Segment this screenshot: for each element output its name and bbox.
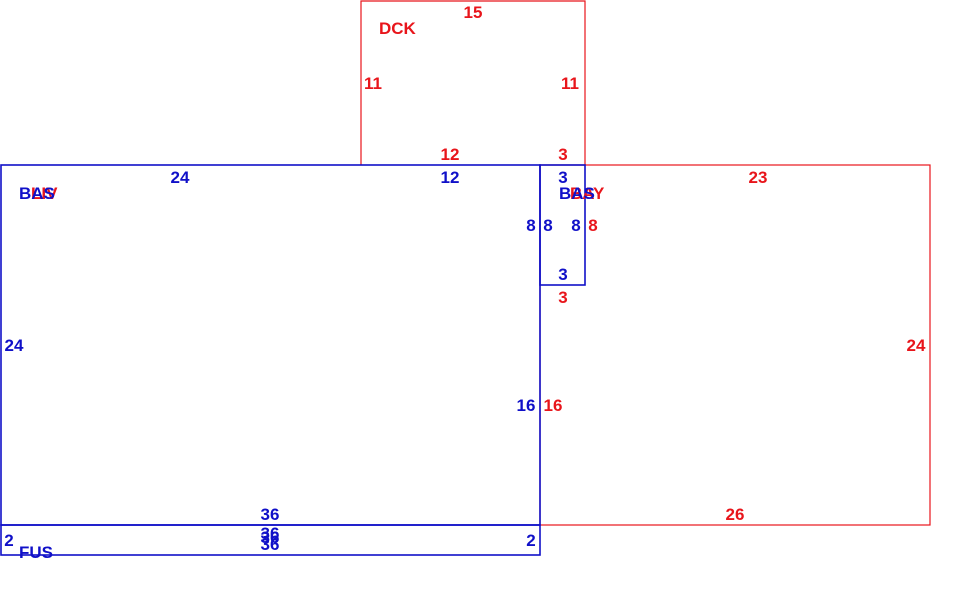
bas-main-top-dim: 24: [171, 168, 190, 187]
bas-bay-top-dim: 3: [558, 168, 567, 187]
east-top-dim: 23: [749, 168, 768, 187]
bas-main-bottom-dim: 36: [261, 505, 280, 524]
east-bottom-dim: 26: [726, 505, 745, 524]
fus-bottom-extra-dim: 36: [261, 524, 280, 543]
dck-bottom-dim: 12: [441, 145, 460, 164]
bas-bay-label: BAS: [559, 184, 595, 203]
main-red-label: LIV: [31, 184, 58, 203]
bay-red-label: BAY: [570, 184, 605, 203]
bas-bay-bottom-dim: 3: [558, 265, 567, 284]
dck-bottom-right-dim: 3: [558, 145, 567, 164]
bas-main-left-dim: 24: [5, 336, 24, 355]
dck-right-dim: 11: [561, 74, 579, 93]
bay-red-right-dim: 8: [588, 216, 597, 235]
bas-bay-left-dim: 8: [543, 216, 552, 235]
bas-bay-right-dim: 8: [571, 216, 580, 235]
bay-red-bottom-dim: 3: [558, 288, 567, 307]
fus-outline: [0, 524, 541, 556]
fus-right-dim: 2: [526, 531, 535, 550]
fus-label: FUS: [19, 543, 53, 562]
bas-main-label: BAS: [19, 184, 55, 203]
fus-bottom-dim: 36: [261, 535, 280, 554]
dck-top-dim: 15: [464, 3, 483, 22]
dck-outline: [360, 0, 586, 165]
east-area-outline: [539, 164, 931, 526]
east-right-dim: 24: [907, 336, 926, 355]
east-left-dim: 16: [544, 396, 563, 415]
fus-top-dim: 36: [261, 528, 280, 547]
bas-bay-outline: [539, 164, 586, 286]
dck-left-dim: 11: [364, 74, 382, 93]
bas-main-right-dim: 16: [517, 396, 536, 415]
fus-left-dim: 2: [4, 531, 13, 550]
bas-main-outline: [0, 164, 541, 526]
bas-bay-outer-left-dim: 8: [526, 216, 535, 235]
bas-main-top-right-dim: 12: [441, 168, 460, 187]
dck-label: DCK: [379, 19, 417, 38]
